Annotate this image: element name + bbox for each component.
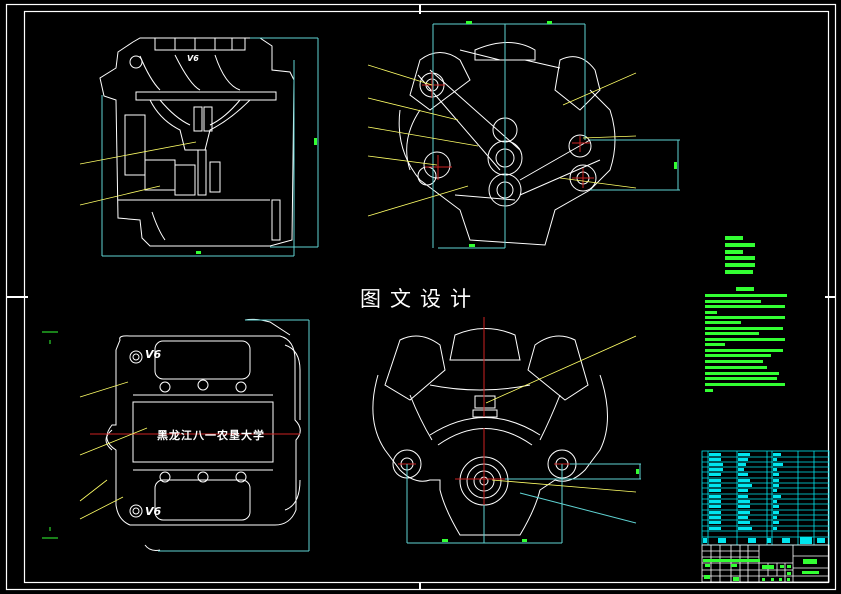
front-view-dimension-labels [466,21,677,247]
engine-badge-bottom: V6 [145,505,162,518]
side-view-dimensions [101,37,319,257]
technical-specs-notes [725,236,755,274]
parts-list-table [701,450,830,546]
title-block [701,544,830,583]
side-view-dimension-labels [196,138,317,254]
front-view-leaders [367,64,637,217]
side-view-leaders [79,141,197,206]
top-view-dimensions [158,319,310,552]
parts-list-rows [702,456,829,538]
university-label: 黑龙江八一农垦大学 [157,429,265,442]
top-view [105,318,301,551]
front-view-dimensions [432,23,680,249]
top-view-leaders [79,381,148,520]
front-view-centerlines [422,72,594,188]
drawing-frame [5,3,837,591]
rear-view-leaders [485,335,637,493]
title-block-text [703,559,819,581]
technical-requirements-notes [705,287,787,392]
rear-view-dimensions [406,463,641,544]
rear-view [372,328,608,536]
side-view [99,37,295,247]
parts-list-text [703,453,825,544]
engine-badge-side: V6 [187,54,199,63]
top-view-dim-markers [42,331,58,539]
rear-view-centerlines [398,317,570,505]
engine-badge-top: V6 [145,348,162,361]
rear-view-dimension-labels [442,469,639,542]
drawing-title: 图文设计 [360,287,480,311]
